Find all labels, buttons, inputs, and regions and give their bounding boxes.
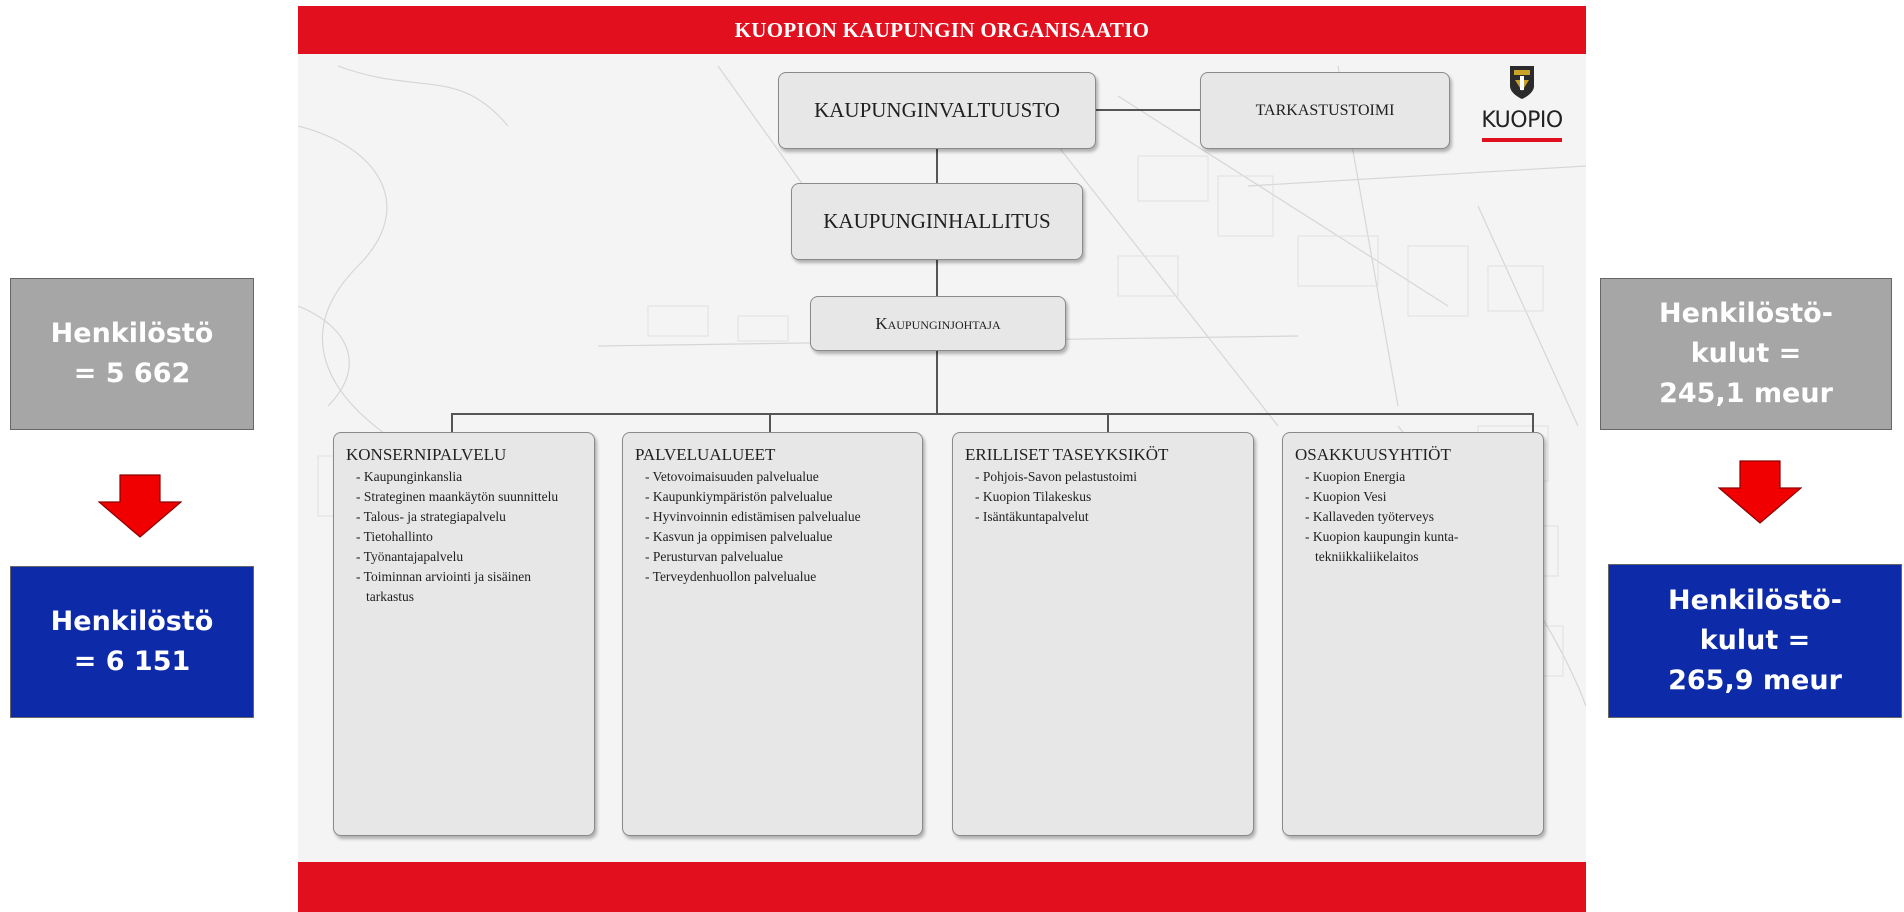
list-item: Perusturvan palvelualue xyxy=(645,547,910,567)
board-box: KAUPUNGINHALLITUS xyxy=(791,183,1083,260)
unit-title: ERILLISET TASEYKSIKÖT xyxy=(965,445,1169,464)
unit-box-palvelualueet: PALVELUALUEET Vetovoimaisuuden palvelual… xyxy=(622,432,923,836)
staff-before-label: Henkilöstö = 5 662 xyxy=(50,318,214,389)
list-item: Tietohallinto xyxy=(356,527,582,547)
list-item: Talous- ja strategiapalvelu xyxy=(356,507,582,527)
logo-text: KUOPIO xyxy=(1481,108,1563,133)
unit-box-osakkuusyhtiot: OSAKKUUSYHTIÖT Kuopion Energia Kuopion V… xyxy=(1282,432,1544,836)
connector-unit-4 xyxy=(1532,413,1534,432)
list-item: Työnantajapalvelu xyxy=(356,547,582,567)
council-label: KAUPUNGINVALTUUSTO xyxy=(814,98,1060,122)
unit-item-list: Pohjois-Savon pelastustoimi Kuopion Tila… xyxy=(965,467,1241,527)
board-label: KAUPUNGINHALLITUS xyxy=(823,209,1051,233)
down-arrow-icon xyxy=(98,474,182,538)
kuopio-logo: KUOPIO xyxy=(1480,64,1564,146)
unit-item-list: Kuopion Energia Kuopion Vesi Kallaveden … xyxy=(1295,467,1531,567)
list-item: Terveydenhuollon palvelualue xyxy=(645,567,910,587)
connector-council-audit xyxy=(1096,109,1200,111)
list-item: Kallaveden työterveys xyxy=(1305,507,1531,527)
audit-label: TARKASTUSTOIMI xyxy=(1255,101,1395,119)
costs-before-label: Henkilöstö-kulut = 245,1 meur xyxy=(1659,298,1833,409)
unit-title: KONSERNIPALVELU xyxy=(346,445,507,464)
list-item: Kaupunginkanslia xyxy=(356,467,582,487)
connector-unit-3 xyxy=(1107,413,1109,432)
connector-board-mayor xyxy=(936,260,938,296)
council-box: KAUPUNGINVALTUUSTO xyxy=(778,72,1096,149)
list-item: Kuopion Tilakeskus xyxy=(975,487,1241,507)
connector-council-board xyxy=(936,149,938,183)
connector-mayor-bus xyxy=(936,351,938,413)
unit-item-list: Kaupunginkanslia Strateginen maankäytön … xyxy=(346,467,582,607)
page-title: KUOPION KAUPUNGIN ORGANISAATIO xyxy=(298,6,1586,54)
list-item: Kuopion kaupungin kunta-tekniikkaliikela… xyxy=(1305,527,1531,567)
audit-box: TARKASTUSTOIMI xyxy=(1200,72,1450,149)
list-item: Pohjois-Savon pelastustoimi xyxy=(975,467,1241,487)
list-item: Hyvinvoinnin edistämisen palvelualue xyxy=(645,507,910,527)
unit-box-erilliset-taseyksikot: ERILLISET TASEYKSIKÖT Pohjois-Savon pela… xyxy=(952,432,1254,836)
staff-after-box: Henkilöstö = 6 151 xyxy=(10,566,254,718)
unit-title: PALVELUALUEET xyxy=(635,445,776,464)
logo-underline xyxy=(1482,138,1562,142)
list-item: Isäntäkuntapalvelut xyxy=(975,507,1241,527)
costs-after-box: Henkilöstö-kulut = 265,9 meur xyxy=(1608,564,1902,718)
mayor-label: Kaupunginjohtaja xyxy=(875,313,1001,333)
connector-unit-1 xyxy=(451,413,453,432)
coat-of-arms-icon xyxy=(1510,66,1534,99)
down-arrow-icon xyxy=(1718,460,1802,524)
connector-unit-2 xyxy=(769,413,771,432)
list-item: Strateginen maankäytön suunnittelu xyxy=(356,487,582,507)
list-item: Kuopion Energia xyxy=(1305,467,1531,487)
list-item: Toiminnan arviointi ja sisäinen tarkastu… xyxy=(356,567,582,607)
footer-bar xyxy=(298,862,1586,912)
unit-item-list: Vetovoimaisuuden palvelualue Kaupunkiymp… xyxy=(635,467,910,587)
unit-title: OSAKKUUSYHTIÖT xyxy=(1295,445,1451,464)
costs-after-label: Henkilöstö-kulut = 265,9 meur xyxy=(1668,585,1842,696)
staff-after-label: Henkilöstö = 6 151 xyxy=(50,606,214,677)
staff-before-box: Henkilöstö = 5 662 xyxy=(10,278,254,430)
costs-before-box: Henkilöstö-kulut = 245,1 meur xyxy=(1600,278,1892,430)
connector-bus xyxy=(451,413,1533,415)
unit-box-konsernipalvelu: KONSERNIPALVELU Kaupunginkanslia Strateg… xyxy=(333,432,595,836)
list-item: Vetovoimaisuuden palvelualue xyxy=(645,467,910,487)
list-item: Kasvun ja oppimisen palvelualue xyxy=(645,527,910,547)
list-item: Kuopion Vesi xyxy=(1305,487,1531,507)
mayor-box: Kaupunginjohtaja xyxy=(810,296,1066,351)
list-item: Kaupunkiympäristön palvelualue xyxy=(645,487,910,507)
